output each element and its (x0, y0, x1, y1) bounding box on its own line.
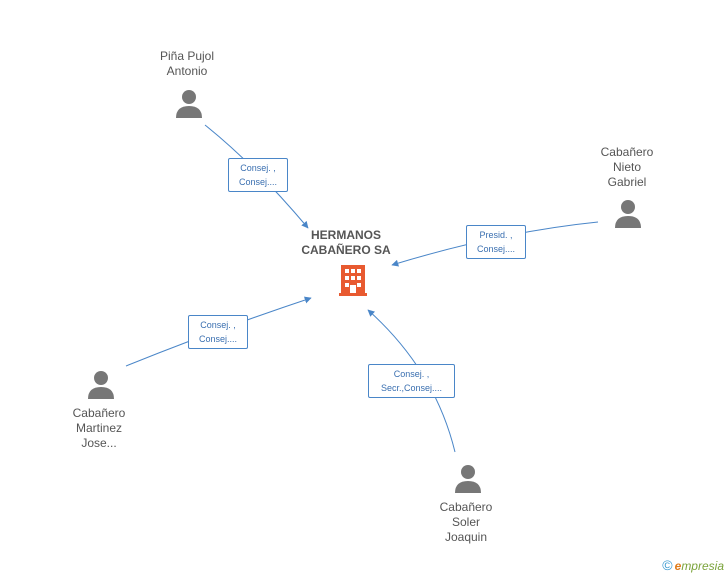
person-name-line: Soler (451, 515, 480, 529)
person-name-line: Gabriel (607, 175, 647, 189)
relation-line: Consej.... (476, 244, 516, 254)
person-name-line: Cabañero (600, 145, 654, 159)
relation-line: Secr.,Consej.... (380, 383, 443, 393)
person-icon[interactable] (612, 198, 644, 230)
person-name-line: Jose... (81, 436, 117, 450)
relation-line: Consej. , (393, 369, 430, 379)
person-label-martinez[interactable]: Cabañero Martinez Jose... (73, 406, 126, 451)
person-name-line: Joaquin (444, 530, 488, 544)
person-name-line: Cabañero (72, 406, 126, 420)
person-name-line: Nieto (612, 160, 641, 174)
relation-line: Consej. , (240, 163, 276, 173)
brand-logo: ©empresia (662, 557, 724, 573)
person-name-line: Piña Pujol (159, 49, 215, 63)
relation-line: Consej. , (200, 320, 236, 330)
brand-name: mpresia (681, 559, 724, 573)
person-icon[interactable] (85, 369, 117, 401)
relation-line: Consej.... (238, 177, 278, 187)
relation-line: Consej.... (198, 334, 238, 344)
person-label-nieto[interactable]: Cabañero Nieto Gabriel (601, 145, 654, 190)
building-icon[interactable] (337, 263, 369, 297)
person-name-line: Martinez (75, 421, 122, 435)
relation-line: Presid. , (479, 230, 513, 240)
person-label-soler[interactable]: Cabañero Soler Joaquin (440, 500, 493, 545)
relation-label-soler[interactable]: Consej. , Secr.,Consej.... (368, 364, 455, 398)
relation-label-pina[interactable]: Consej. , Consej.... (228, 158, 288, 192)
company-name[interactable]: HERMANOS CABAÑERO SA (301, 228, 390, 258)
relation-label-martinez[interactable]: Consej. , Consej.... (188, 315, 248, 349)
person-name-line: Antonio (166, 64, 208, 78)
brand-e: e (674, 559, 682, 573)
company-name-line1: HERMANOS (310, 228, 381, 242)
person-icon[interactable] (173, 88, 205, 120)
copyright-icon: © (662, 557, 673, 573)
relation-label-nieto[interactable]: Presid. , Consej.... (466, 225, 526, 259)
person-label-pina[interactable]: Piña Pujol Antonio (160, 49, 214, 79)
person-name-line: Cabañero (439, 500, 493, 514)
company-name-line2: CABAÑERO SA (301, 243, 391, 257)
person-icon[interactable] (452, 463, 484, 495)
